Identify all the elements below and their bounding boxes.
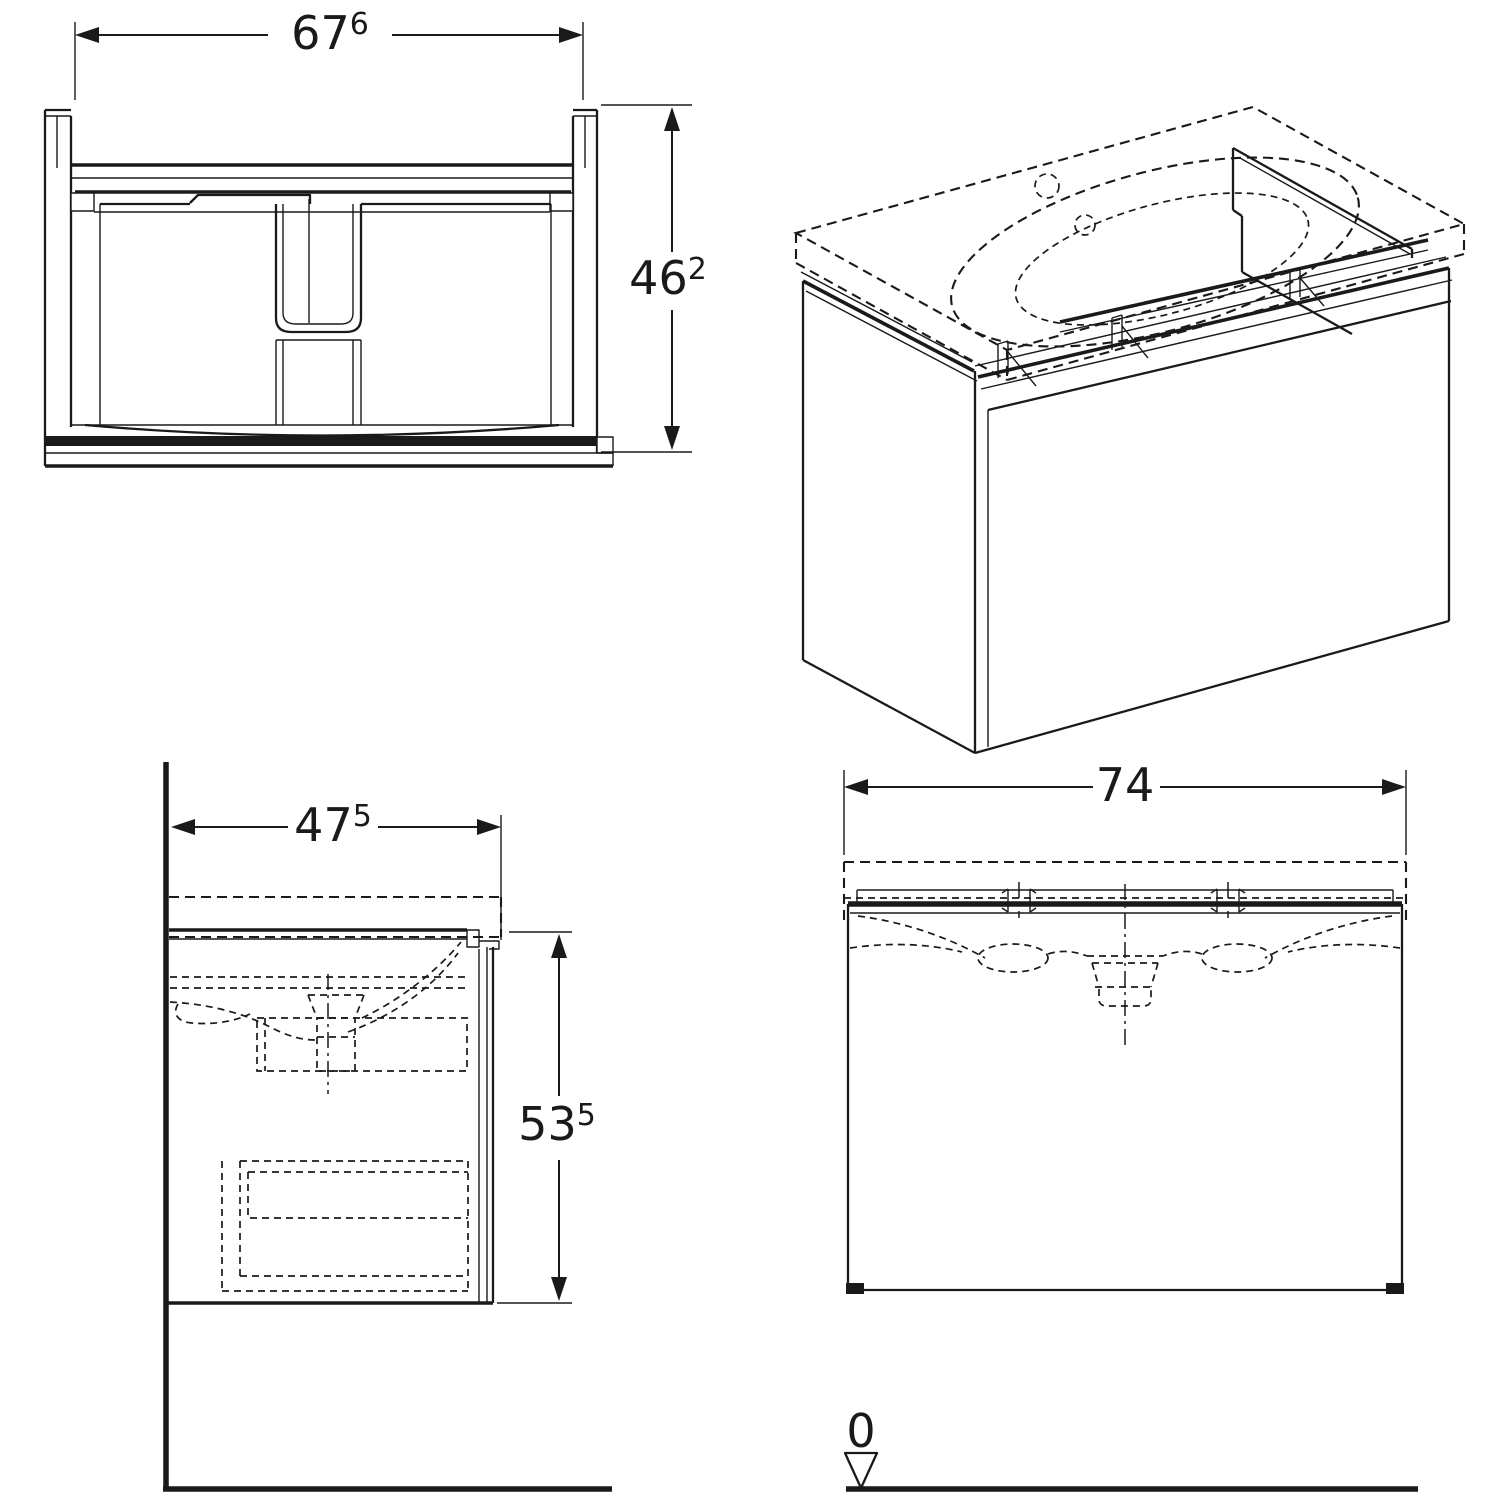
- iso-cabinet: [800, 146, 1453, 755]
- overflow-bowl-right: [1201, 943, 1273, 973]
- side-dim-height: 535: [497, 931, 596, 1304]
- corner-foot-left: [846, 1283, 864, 1294]
- dim-arrow-down: [664, 426, 680, 450]
- hinge-block-right: [549, 192, 574, 212]
- front-dim-width: 676: [74, 6, 584, 100]
- bowl-profile: [169, 1001, 316, 1041]
- dim-arrow-left: [171, 819, 195, 835]
- iso-washbasin-dashed: [793, 105, 1467, 382]
- rear-width-label: 74: [1096, 758, 1155, 812]
- front-cabinet-bottom: [45, 436, 614, 468]
- iso-rear-panel: [1231, 146, 1414, 336]
- corner-foot-right: [1386, 1283, 1404, 1294]
- overflow-hole: [1074, 214, 1096, 236]
- front-height-label: 462: [629, 251, 707, 305]
- rear-dim-width: 74: [843, 758, 1407, 855]
- side-view: 475 535: [163, 762, 612, 1492]
- side-dim-depth: 475: [171, 798, 502, 940]
- rear-brackets: [1001, 882, 1246, 918]
- dim-arrow-up: [664, 107, 680, 131]
- dim-arrow-right: [559, 27, 583, 43]
- upper-drawer-dashed: [256, 1017, 468, 1072]
- dim-arrow-left: [75, 27, 99, 43]
- hinge-block-left: [70, 192, 95, 212]
- dim-arrow-right: [1382, 779, 1406, 795]
- front-dim-height: 462: [601, 104, 707, 453]
- front-cabinet-carcass: [43, 108, 599, 466]
- drain-trap-side: [307, 994, 365, 1072]
- dim-arrow-left: [844, 779, 868, 795]
- iso-brackets: [997, 268, 1325, 387]
- rear-basin-dashed: [849, 884, 1401, 1050]
- washbasin-slab-edge: [794, 224, 1466, 382]
- drawer-bottom-curve: [84, 423, 560, 437]
- dim-arrow-down: [551, 1277, 567, 1301]
- rear-view: 74 0: [842, 758, 1418, 1492]
- overflow-bowl-left: [977, 943, 1049, 973]
- side-depth-label: 475: [294, 798, 372, 852]
- side-interior-dashed: [169, 941, 469, 1292]
- side-height-label: 535: [518, 1097, 596, 1151]
- iso-view: [793, 105, 1467, 755]
- tap-hole: [1034, 173, 1060, 199]
- washbasin-slab-top: [793, 105, 1467, 352]
- datum-level: 0: [843, 1404, 879, 1490]
- lower-drawer-dashed: [221, 1160, 469, 1292]
- side-washbasin-dashed: [169, 895, 503, 939]
- front-width-label: 676: [291, 6, 369, 60]
- basin-bowl-outline: [1014, 192, 1310, 326]
- side-cabinet: [166, 928, 500, 1305]
- dim-arrow-up: [551, 934, 567, 958]
- datum-label: 0: [846, 1404, 875, 1458]
- datum-triangle: [843, 1451, 879, 1490]
- dim-arrow-right: [477, 819, 501, 835]
- front-view: 676: [43, 6, 707, 468]
- front-drawer-interior: [71, 193, 573, 437]
- siphon-cutout: [274, 204, 363, 334]
- basin-rim-outline: [950, 156, 1360, 348]
